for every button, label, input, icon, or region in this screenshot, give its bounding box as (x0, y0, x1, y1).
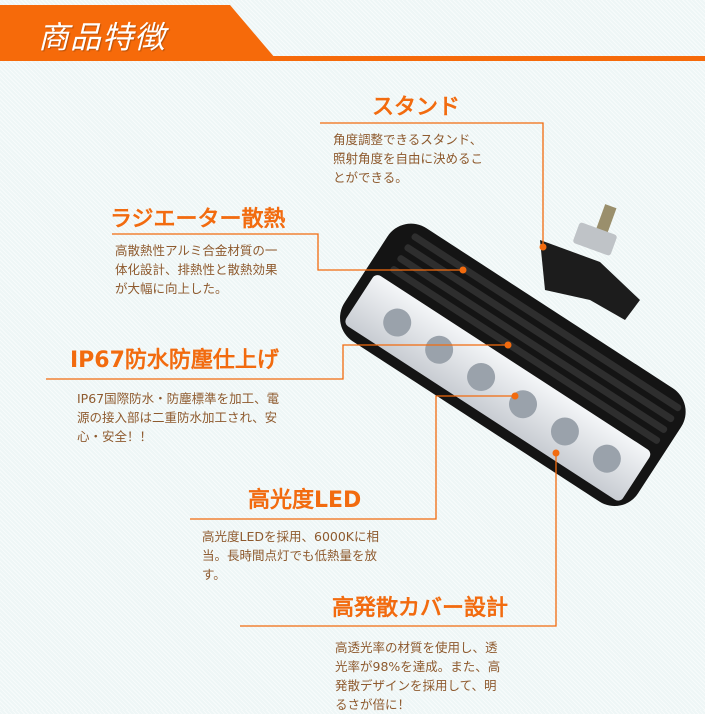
desc-line: 源の接入部は二重防水加工され、安 (77, 410, 278, 425)
feature-title-waterproof: IP67防水防塵仕上げ (70, 348, 279, 373)
desc-line: 心・安全！！ (77, 429, 153, 444)
feature-desc-waterproof: IP67国際防水・防塵標準を加工、電 源の接入部は二重防水加工され、安 心・安全… (77, 389, 279, 446)
feature-title-led: 高光度LED (248, 488, 362, 513)
desc-line: 発散デザインを採用して、明 (335, 678, 497, 693)
feature-title-cover: 高発散カバー設計 (332, 596, 509, 621)
desc-line: 高透光率の材質を使用し、透 (335, 640, 498, 655)
desc-line: 高散熱性アルミ合金材質の一 (115, 243, 278, 258)
desc-line: 光率が98%を達成。また、高 (335, 659, 501, 674)
desc-line: が大幅に向上した。 (115, 281, 228, 296)
desc-line: 体化設計、排熱性と散熱効果 (115, 262, 278, 277)
feature-title-radiator: ラジエーター散熱 (110, 207, 286, 232)
desc-line: とができる。 (333, 170, 408, 185)
desc-line: 当。長時間点灯でも低熱量を放 (202, 548, 378, 563)
feature-title-stand: スタンド (372, 95, 461, 120)
desc-line: IP67国際防水・防塵標準を加工、電 (77, 391, 280, 406)
desc-line: 照射角度を自由に決めるこ (333, 151, 484, 166)
page-title: 商品特徴 (38, 20, 166, 56)
stand-bracket (540, 204, 640, 320)
desc-line: るさが倍に！ (335, 697, 411, 712)
desc-line: 角度調整できるスタンド、 (333, 132, 483, 147)
feature-desc-stand: 角度調整できるスタンド、 照射角度を自由に決めるこ とができる。 (333, 130, 483, 187)
desc-line: 高光度LEDを採用、6000Kに相 (202, 529, 379, 544)
callout-dots (459, 243, 560, 457)
desc-line: す。 (202, 567, 226, 582)
feature-desc-led: 高光度LEDを採用、6000Kに相 当。長時間点灯でも低熱量を放 す。 (202, 527, 379, 584)
feature-desc-radiator: 高散熱性アルミ合金材質の一 体化設計、排熱性と散熱効果 が大幅に向上した。 (115, 241, 278, 298)
led-light-body (340, 223, 686, 507)
header-banner (0, 5, 275, 58)
callout-lines (46, 122, 557, 627)
feature-desc-cover: 高透光率の材質を使用し、透 光率が98%を達成。また、高 発散デザインを採用して… (335, 638, 500, 714)
header-rule (0, 56, 705, 61)
